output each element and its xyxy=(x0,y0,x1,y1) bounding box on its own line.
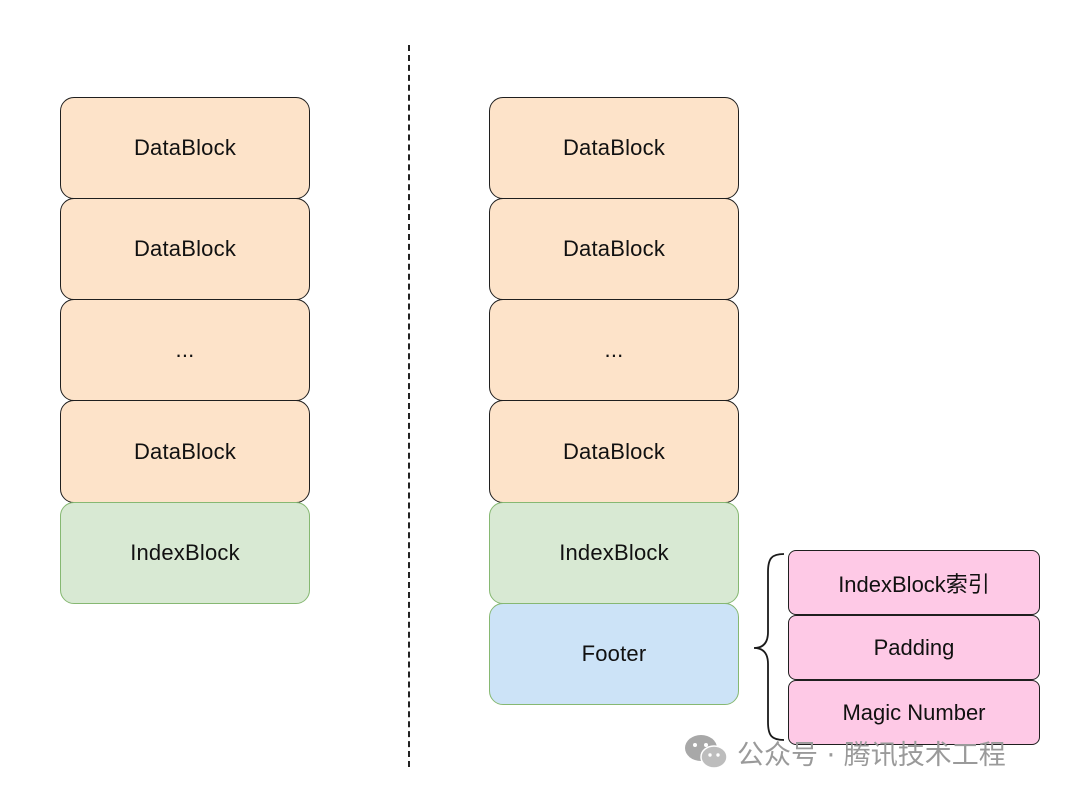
right-ellipsis-block: ... xyxy=(489,299,739,401)
detail-label: IndexBlock索引 xyxy=(838,571,990,597)
watermark: 公众号 · 腾讯技术工程 xyxy=(683,732,1006,772)
right-datablock-1: DataBlock xyxy=(489,97,739,199)
right-indexblock: IndexBlock xyxy=(489,502,739,604)
block-label: ... xyxy=(175,337,195,362)
wechat-icon xyxy=(685,735,728,769)
left-indexblock: IndexBlock xyxy=(60,502,310,604)
right-datablock-3: DataBlock xyxy=(489,400,739,503)
detail-label: Padding xyxy=(873,634,955,660)
left-datablock-3: DataBlock xyxy=(60,400,310,503)
block-label: DataBlock xyxy=(133,438,237,464)
left-datablock-1: DataBlock xyxy=(60,97,310,199)
block-label: DataBlock xyxy=(562,438,666,464)
footer-detail-padding: Padding xyxy=(788,615,1040,680)
block-label: DataBlock xyxy=(562,135,666,160)
block-label: DataBlock xyxy=(133,135,237,160)
block-label: IndexBlock xyxy=(130,540,240,565)
watermark-text: 公众号 · 腾讯技术工程 xyxy=(737,739,1006,771)
block-label: DataBlock xyxy=(133,236,237,261)
dashed-divider xyxy=(408,45,410,767)
block-label: ... xyxy=(604,337,624,362)
left-datablock-2: DataBlock xyxy=(60,198,310,300)
detail-label: Magic Number xyxy=(842,699,986,725)
curly-brace xyxy=(753,553,785,741)
block-label: DataBlock xyxy=(562,236,666,261)
block-label: IndexBlock xyxy=(559,540,669,565)
right-datablock-2: DataBlock xyxy=(489,198,739,300)
left-ellipsis-block: ... xyxy=(60,299,310,401)
footer-detail-indexblock-index: IndexBlock索引 xyxy=(788,550,1040,615)
block-label: Footer xyxy=(581,641,647,666)
right-footer-block: Footer xyxy=(489,603,739,705)
footer-detail-magic-number: Magic Number xyxy=(788,680,1040,745)
